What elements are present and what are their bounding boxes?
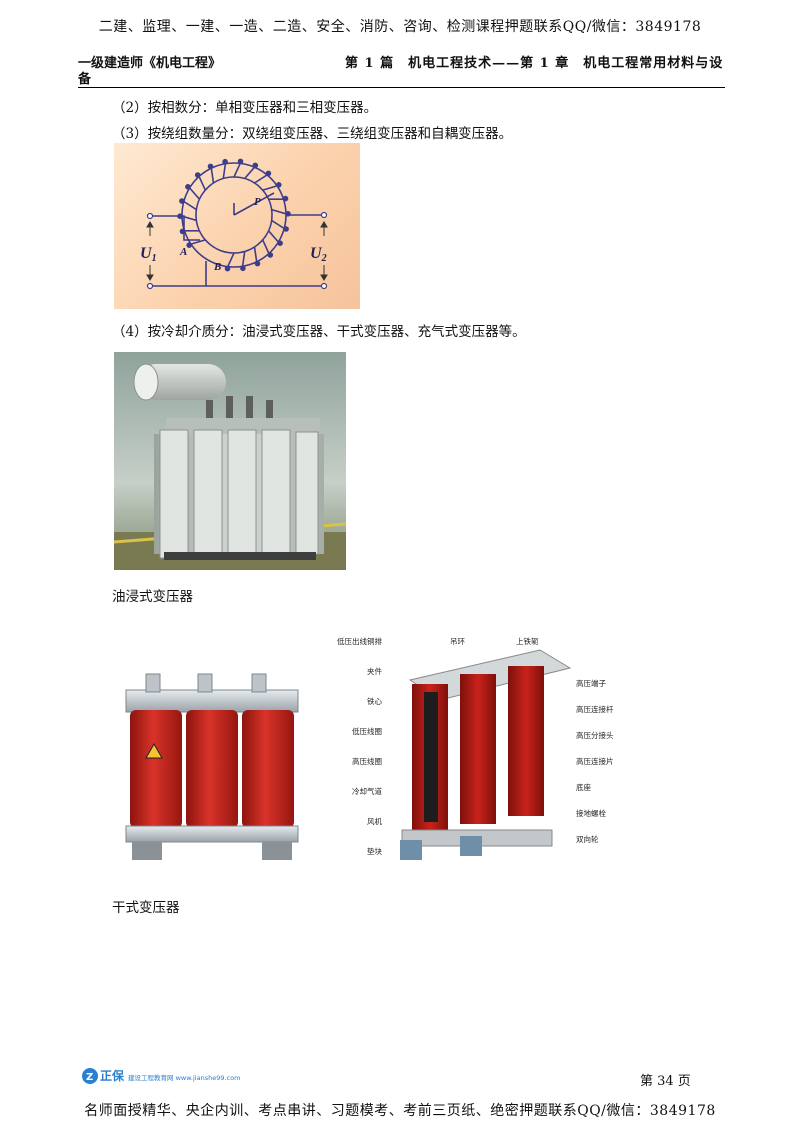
publisher-logo-svg: Z 正保 建设工程教育网 www.jianshe99.com [82,1068,240,1084]
autotransformer-diagram-svg: U1 U2 A B P [140,158,328,290]
terminal-in-top [146,212,154,220]
svg-text:建设工程教育网 www.jianshe99.com: 建设工程教育网 www.jianshe99.com [128,1073,240,1082]
caption-oil-transformer: 油浸式变压器 [112,589,193,605]
dry-type-transformer-photo [118,670,308,870]
label-a: A [179,246,187,258]
coil-turn [183,200,197,211]
header-chapter-title-wrap: 备 [78,72,92,87]
coil-turn-node [207,163,214,170]
cutaway-label: 风机 [367,817,382,826]
cutaway-label: 夹件 [367,667,382,676]
coil-turn-node [222,158,228,165]
cutaway-label: 高压端子 [576,679,606,688]
coil-turn-node [277,240,283,246]
header-divider [78,87,725,88]
label-b: B [213,261,221,273]
publisher-logo: Z 正保 建设工程教育网 www.jianshe99.com [80,1065,280,1087]
cutaway-drawing-svg [400,649,572,860]
coil-turn [262,185,278,191]
cutaway-label: 垫块 [367,847,382,856]
coil-turn-node [185,183,191,190]
coil-turn-node [282,195,289,202]
coil-turn-node [252,162,259,169]
cutaway-label: 高压连接杆 [576,705,614,714]
coil-turn-node [267,252,274,258]
coil-turn [267,230,280,243]
paragraph-phase: （2）按相数分：单相变压器和三相变压器。 [112,100,378,116]
terminal-in-bottom [146,282,154,290]
paragraph-cooling: （4）按冷却介质分：油浸式变压器、干式变压器、充气式变压器等。 [112,324,526,340]
input-wire-top [150,215,200,241]
cutaway-label: 双向轮 [576,835,599,844]
coil-turn [254,174,268,184]
header-book-title: 一级建造师《机电工程》 [78,56,222,71]
coil-turn-node [265,170,272,177]
coil-turn [190,239,206,245]
coil-turn [210,168,215,184]
svg-text:正保: 正保 [100,1068,125,1083]
cutaway-label: 高压线圈 [352,757,382,766]
oil-immersed-transformer-photo [113,352,347,570]
coil-turn [227,252,235,267]
oil-transformer-svg [113,352,347,570]
coil-turn [188,187,201,200]
coil-turn [222,163,227,179]
caption-dry-transformer: 干式变压器 [112,900,180,916]
label-u1: U1 [140,245,157,264]
dry-transformer-svg [125,673,299,860]
svg-text:Z: Z [86,1072,93,1083]
top-banner: 二建、监理、一建、一造、二造、安全、消防、咨询、检测课程押题联系QQ/微信：38… [98,19,702,35]
coil-turn [233,163,241,178]
cutaway-label: 接地螺栓 [576,809,606,818]
cutaway-label: 底座 [576,783,591,792]
coil-turn [241,251,246,267]
label-p: P [254,196,261,208]
coil-turn [271,219,285,230]
cutaway-label: 上铁轭 [516,637,539,646]
coil-turn-node [186,242,192,248]
terminal-out-top [320,211,328,219]
cutaway-label: 铁心 [367,697,382,706]
coil-turn [261,239,270,254]
coil-turn-node [283,226,289,232]
dry-transformer-cutaway: 低压出线铜排夹件铁心低压线圈高压线圈冷却气道风机垫块 吊环 上铁轭 高压端子高压连… [330,630,630,880]
coil-turn-node [254,260,261,267]
cutaway-label: 吊环 [450,637,465,646]
paragraph-winding: （3）按绕组数量分：双绕组变压器、三绕组变压器和自耦变压器。 [112,126,513,142]
coil-turn [271,208,287,215]
cutaway-label: 高压分接头 [576,731,614,740]
terminal-out-bottom [320,282,328,290]
cutaway-label: 高压连接片 [576,757,614,766]
coil-turn-node [240,265,246,272]
input-wire-bottom [150,261,207,287]
cutaway-label: 冷却气道 [352,787,382,796]
coil-turn [244,166,256,180]
wiper-arm [233,192,275,216]
coil-turn-node [237,158,244,165]
autotransformer-diagram: U1 U2 A B P [114,143,360,309]
cutaway-label: 低压线圈 [352,727,382,736]
coil-turn [253,246,258,262]
coil-turn [198,176,207,191]
coil-turn-node [224,265,231,272]
cutaway-label: 低压出线铜排 [337,637,382,646]
coil-turn-node [276,181,282,188]
coil-turn-node [179,198,185,204]
page-number: 第 34 页 [640,1074,691,1089]
bottom-banner: 名师面授精华、央企内训、考点串讲、习题模考、考前三页纸、绝密押题联系QQ/微信：… [84,1103,716,1119]
header-chapter-title: 第 1 篇 机电工程技术——第 1 章 机电工程常用材料与设 [345,56,724,71]
label-u2: U2 [310,245,327,264]
coil-turn-node [194,172,201,178]
